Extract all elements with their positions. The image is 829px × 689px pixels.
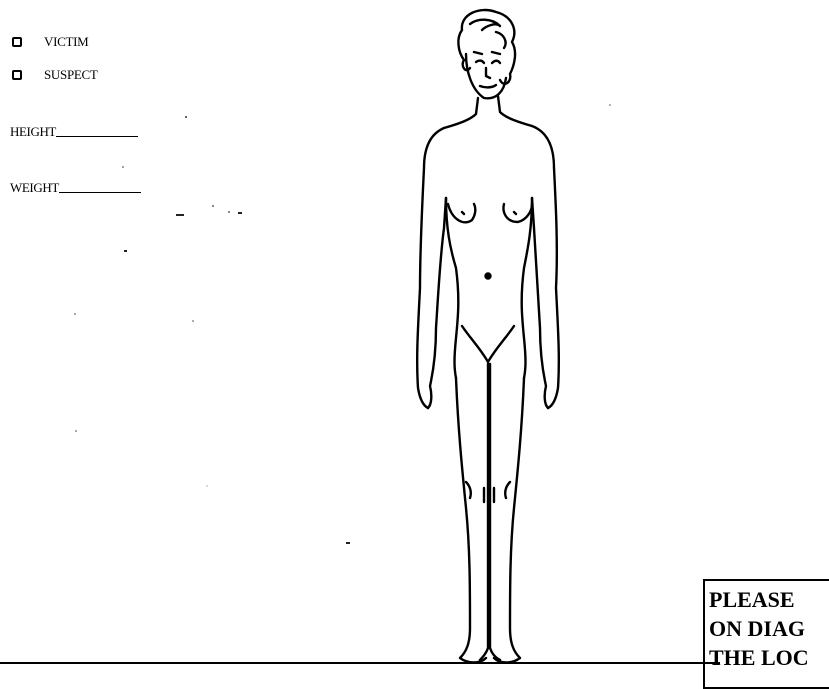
bottom-rule [0,662,720,664]
instruction-line-2: ON DIAG [709,614,829,643]
instruction-box: PLEASE ON DIAG THE LOC [703,579,829,689]
instruction-line-1: PLEASE [709,585,829,614]
instruction-line-3: THE LOC [709,643,829,672]
female-body-outline-front-view-icon[interactable] [400,8,580,668]
